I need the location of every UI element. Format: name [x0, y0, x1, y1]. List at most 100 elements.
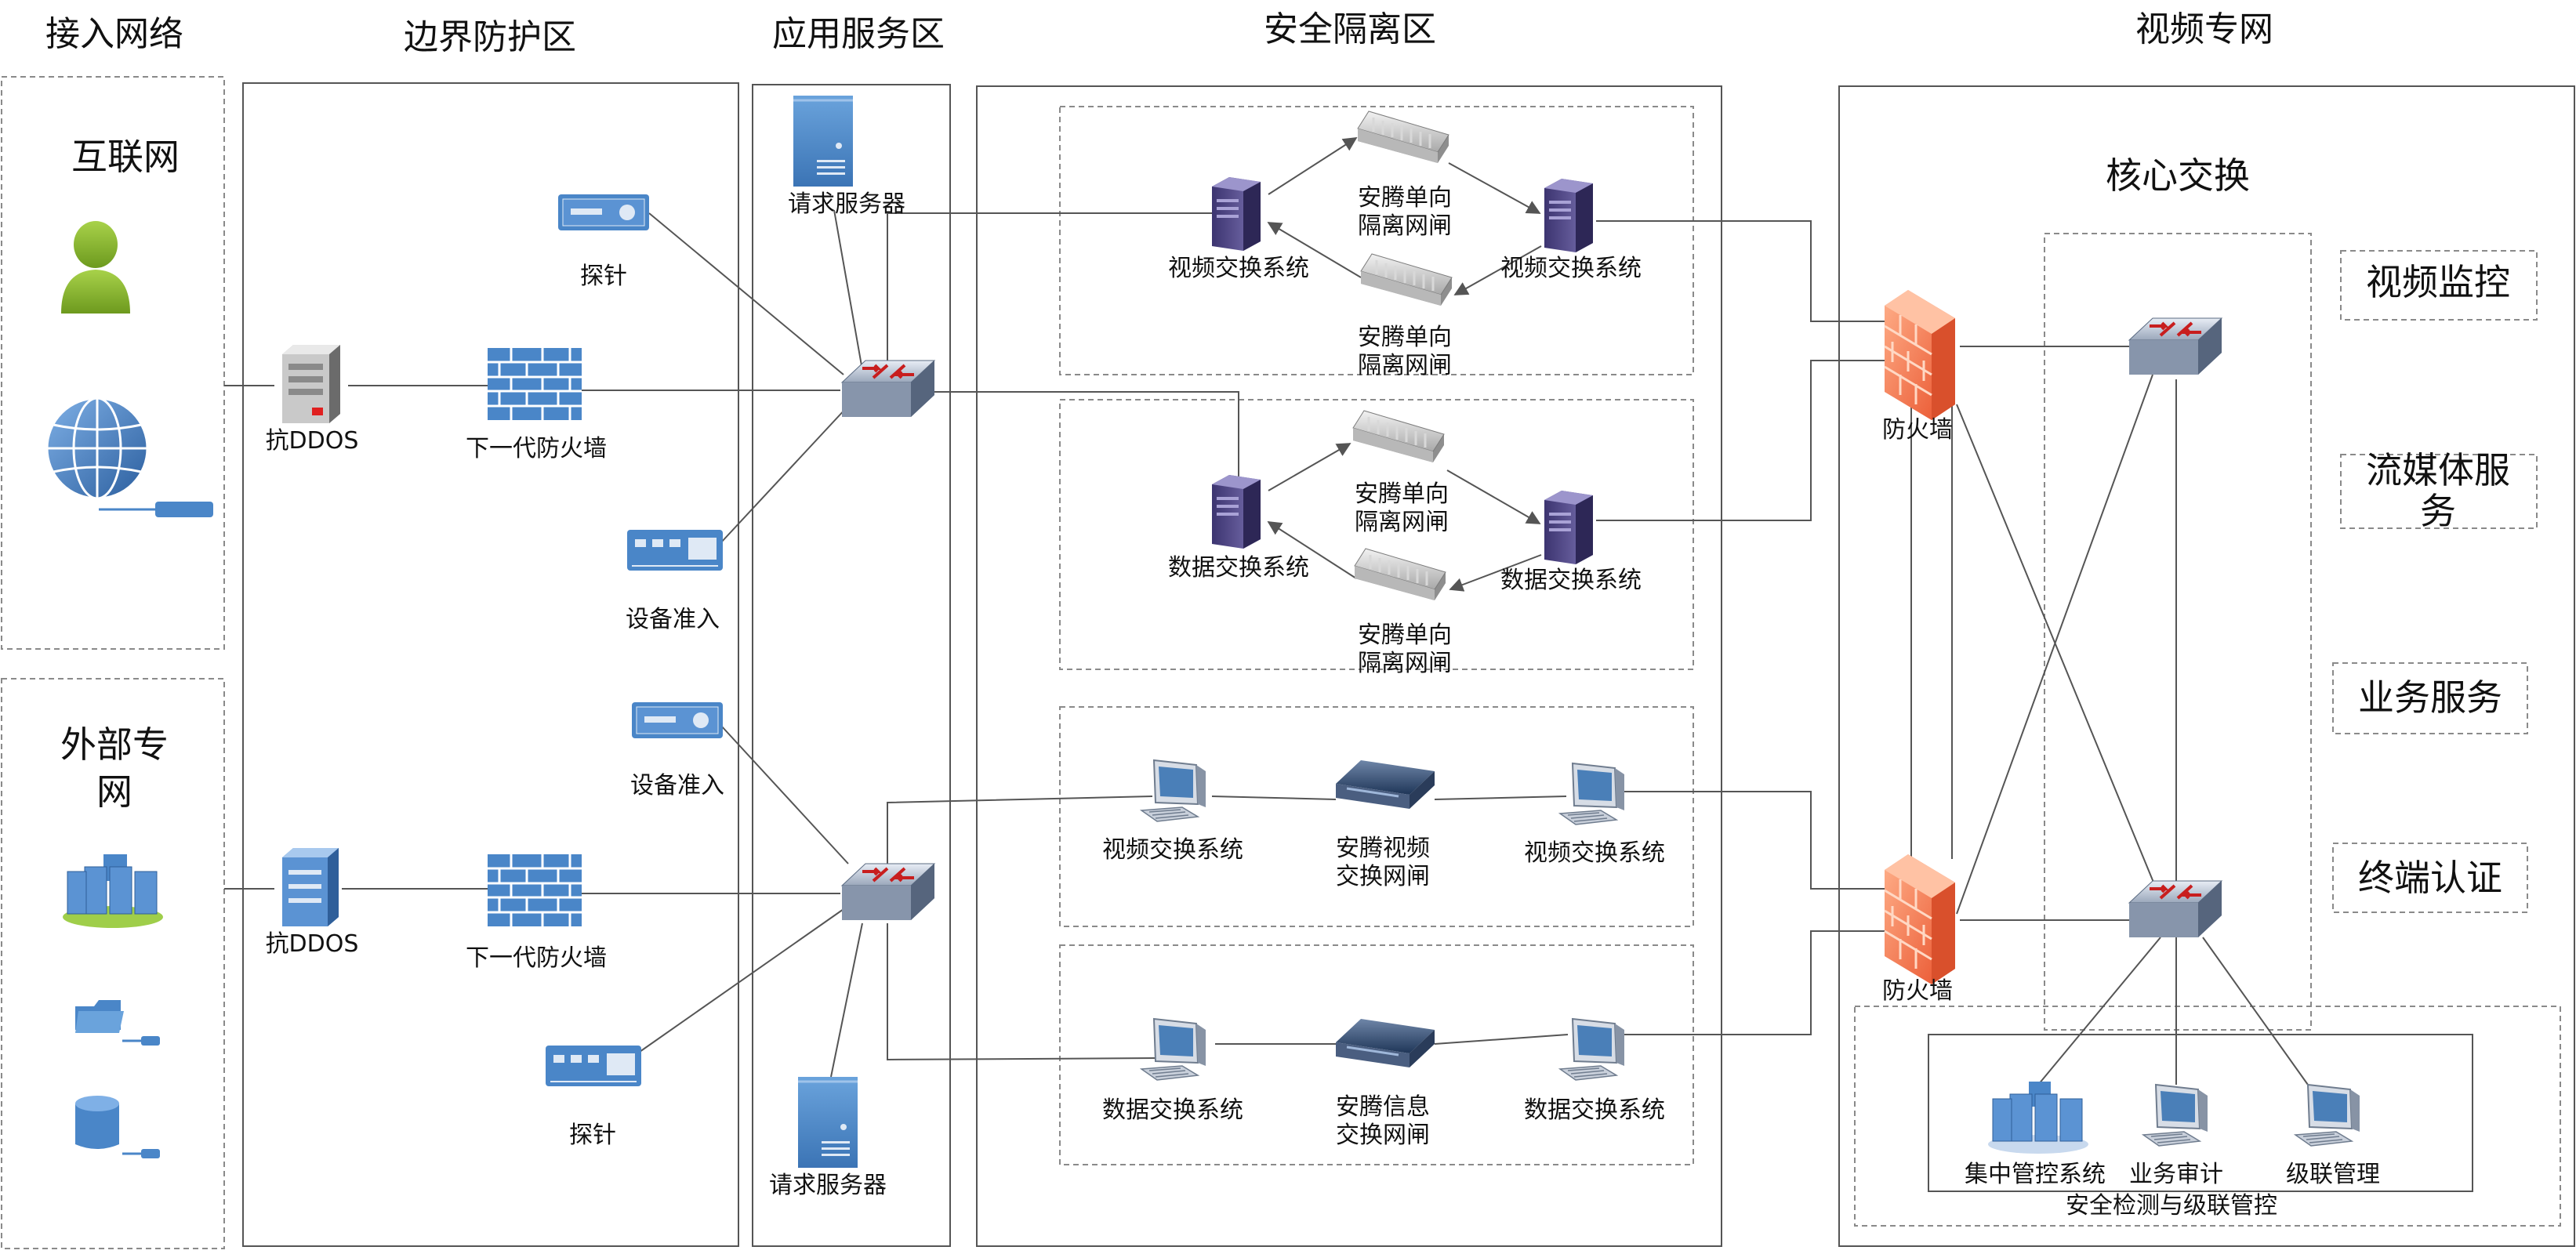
- security-box-label: 安全检测与级联管控: [2066, 1192, 2277, 1220]
- switch-bottom-icon: [840, 862, 936, 922]
- core-switch-title: 核心交换: [2106, 154, 2250, 197]
- antiddos-bottom-label: 抗DDOS: [266, 930, 359, 958]
- data-exchange-right-icon: [1544, 491, 1593, 564]
- g2-right-label: 数据交换系统: [1500, 567, 1642, 594]
- antiddos-bottom-icon: [282, 848, 339, 926]
- g2-gw-top-label-1: 安腾单向: [1355, 480, 1449, 508]
- external-zone-box: [1, 678, 225, 1249]
- g3-gw-label-1: 安腾视频: [1336, 835, 1430, 862]
- app-zone-box: [752, 84, 951, 1247]
- probe-top-icon: [558, 194, 649, 230]
- svc-video-box: [2340, 250, 2538, 321]
- isolation-group-3: [1059, 706, 1694, 927]
- request-server-top-label: 请求服务器: [788, 190, 905, 218]
- isolation-zone-box: [976, 85, 1722, 1247]
- audit-pc-icon: [2142, 1084, 2208, 1147]
- user-icon: [61, 221, 130, 314]
- folder-icon: [75, 1000, 160, 1046]
- internet-label: 互联网: [71, 136, 180, 178]
- svc-business-label: 业务服务: [2358, 676, 2502, 719]
- svc-terminal-box: [2332, 843, 2528, 913]
- g1-right-label: 视频交换系统: [1500, 255, 1642, 282]
- g1-gw-top-label-2: 隔离网闸: [1358, 212, 1452, 240]
- video-exchange-pc-right-icon: [1559, 763, 1625, 825]
- g2-left-label: 数据交换系统: [1168, 554, 1309, 582]
- firewall-red-top-icon: [1883, 288, 1957, 422]
- internet-link-icon: [99, 502, 213, 517]
- antiddos-top-icon: [282, 345, 340, 423]
- zone-title-border: 边界防护区: [404, 17, 576, 57]
- gateway-g1-bottom-icon: [1359, 252, 1453, 307]
- cascade-label: 级联管理: [2286, 1161, 2380, 1188]
- svc-business-box: [2332, 662, 2528, 734]
- data-exchange-left-icon: [1212, 475, 1261, 549]
- access-control-top-label: 设备准入: [626, 606, 720, 633]
- video-gateway-icon: [1334, 759, 1436, 810]
- probe-bottom-icon: [546, 1046, 641, 1086]
- security-inner-box: [1928, 1034, 2473, 1192]
- red-firewall-top-label: 防火墙: [1882, 416, 1953, 444]
- video-exchange-right-icon: [1544, 179, 1593, 252]
- database-icon: [75, 1096, 160, 1158]
- external-net-label-1: 外部专: [60, 723, 169, 766]
- zone-title-video-net: 视频专网: [2135, 9, 2273, 49]
- internet-zone-box: [1, 76, 225, 650]
- switch-top-icon: [840, 359, 936, 419]
- core-switch-bottom-icon: [2128, 879, 2223, 939]
- g3-gw-label-2: 交换网闸: [1336, 863, 1430, 890]
- firewall-red-bottom-icon: [1883, 853, 1957, 986]
- svc-stream-label-2: 务: [2420, 490, 2456, 532]
- g2-gw-bot-label-1: 安腾单向: [1358, 622, 1452, 649]
- g4-left-label: 数据交换系统: [1102, 1096, 1243, 1124]
- zone-title-app: 应用服务区: [772, 14, 945, 54]
- gateway-g2-top-icon: [1351, 409, 1446, 464]
- globe-icon: [45, 397, 149, 500]
- request-server-bottom-icon: [798, 1077, 858, 1168]
- gateway-g2-bottom-icon: [1353, 547, 1447, 602]
- request-server-bottom-label: 请求服务器: [769, 1172, 887, 1199]
- svc-terminal-label: 终端认证: [2358, 857, 2502, 899]
- antiddos-top-label: 抗DDOS: [266, 427, 359, 455]
- probe-bottom-label: 探针: [569, 1122, 616, 1149]
- g1-gw-top-label-1: 安腾单向: [1358, 184, 1452, 212]
- isolation-group-4: [1059, 944, 1694, 1165]
- core-switch-box: [2044, 233, 2312, 1031]
- g2-gw-top-label-2: 隔离网闸: [1355, 509, 1449, 536]
- g3-left-label: 视频交换系统: [1102, 836, 1243, 864]
- request-server-top-icon: [793, 96, 853, 187]
- access-control-top-icon: [627, 530, 723, 571]
- g3-right-label: 视频交换系统: [1524, 839, 1665, 867]
- g4-gw-label-1: 安腾信息: [1336, 1093, 1430, 1121]
- g1-gw-bot-label-2: 隔离网闸: [1358, 352, 1452, 379]
- firewall-top-label: 下一代防火墙: [466, 435, 607, 462]
- info-gateway-icon: [1334, 1017, 1436, 1069]
- server-cluster-icon: [63, 854, 163, 928]
- svc-stream-label-1: 流媒体服: [2366, 449, 2510, 491]
- svc-stream-box: [2340, 454, 2538, 529]
- core-switch-top-icon: [2128, 317, 2223, 376]
- external-net-label-2: 网: [96, 770, 132, 813]
- g4-gw-label-2: 交换网闸: [1336, 1122, 1430, 1149]
- data-exchange-pc-right-icon: [1559, 1018, 1625, 1081]
- zone-title-isolation: 安全隔离区: [1264, 9, 1436, 49]
- firewall-bottom-icon: [486, 853, 583, 928]
- firewall-top-icon: [486, 346, 583, 422]
- g4-right-label: 数据交换系统: [1524, 1096, 1665, 1124]
- access-control-bottom-icon: [632, 702, 723, 738]
- connection-lines: [224, 137, 2309, 1085]
- isolation-group-1: [1059, 106, 1694, 375]
- video-net-zone-box: [1838, 85, 2575, 1247]
- video-exchange-pc-left-icon: [1141, 759, 1206, 822]
- g2-gw-bot-label-2: 隔离网闸: [1358, 650, 1452, 677]
- probe-top-label: 探针: [580, 263, 627, 290]
- gateway-g1-top-icon: [1356, 110, 1450, 165]
- g1-gw-bot-label-1: 安腾单向: [1358, 324, 1452, 351]
- video-exchange-left-icon: [1212, 177, 1261, 251]
- firewall-bottom-label: 下一代防火墙: [466, 944, 607, 972]
- cascade-pc-icon: [2295, 1084, 2360, 1147]
- security-check-box: [1854, 1006, 2561, 1227]
- svc-video-label: 视频监控: [2366, 261, 2510, 303]
- audit-label: 业务审计: [2129, 1161, 2223, 1188]
- central-control-icon: [1988, 1082, 2088, 1154]
